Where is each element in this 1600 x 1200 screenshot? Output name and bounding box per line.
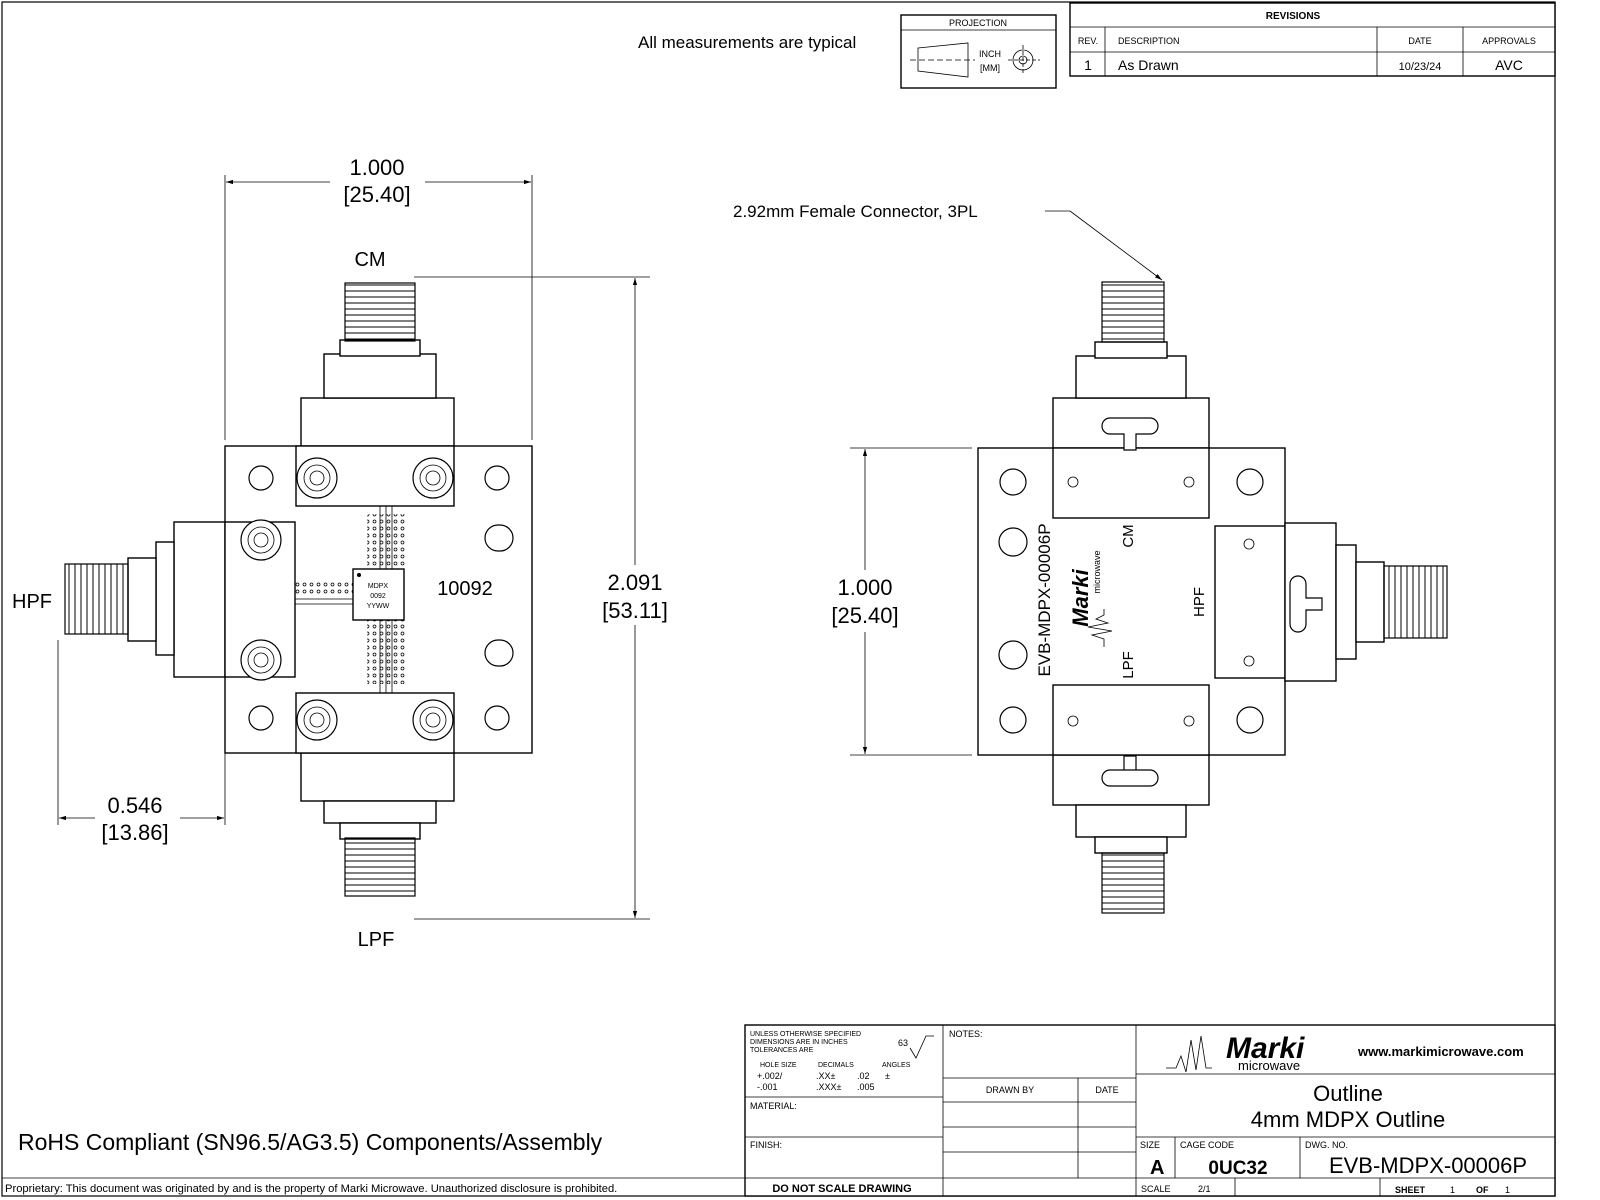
housing-right-connector: [1214, 522, 1448, 682]
projection-symbol-icon: [917, 42, 969, 78]
chip-line-1: MDPX: [368, 583, 389, 590]
dim-housing-in: 1.000: [837, 575, 892, 600]
rev-col-description: DESCRIPTION: [1118, 36, 1180, 46]
title-logo-sub: microwave: [1238, 1058, 1300, 1073]
dim-width-in: 1.000: [349, 155, 404, 180]
dim-width-mm: [25.40]: [343, 182, 410, 207]
website: www.markimicrowave.com: [1357, 1044, 1524, 1059]
tol-line-1: UNLESS OTHERWISE SPECIFIED: [750, 1031, 861, 1038]
cage-value: 0UC32: [1208, 1158, 1267, 1179]
tol-line-2: DIMENSIONS ARE IN INCHES: [750, 1039, 848, 1046]
of-value: 1: [1505, 1185, 1510, 1195]
tol-r1-c3: .02: [857, 1071, 870, 1081]
tol-head-decimals: DECIMALS: [818, 1062, 854, 1069]
marki-wave-icon: [1166, 1035, 1212, 1073]
surface-finish-icon: [909, 1035, 934, 1059]
tol-head-hole: HOLE SIZE: [760, 1062, 797, 1069]
tol-line-3: TOLERANCES ARE: [750, 1047, 814, 1054]
dwg-value: EVB-MDPX-00006P: [1329, 1153, 1527, 1178]
sheet-label: SHEET: [1395, 1185, 1426, 1195]
ic-chip: MDPX 0092 YYWW: [352, 568, 405, 621]
drawing-title-2: 4mm MDPX Outline: [1251, 1107, 1445, 1132]
right-view: EVB-MDPX-00006P Marki microwave CM LPF H…: [733, 202, 1448, 914]
housing-label-lpf: LPF: [1120, 651, 1137, 679]
dim-height-in: 2.091: [607, 570, 662, 595]
left-connector: [64, 521, 296, 678]
size-label: SIZE: [1140, 1140, 1160, 1150]
drawn-by-label: DRAWN BY: [986, 1085, 1034, 1095]
notes-label: NOTES:: [949, 1029, 983, 1039]
revisions-title: REVISIONS: [1266, 11, 1321, 22]
dim-housing-mm: [25.40]: [831, 603, 898, 628]
projection-title: PROJECTION: [949, 18, 1007, 28]
dim-offset-mm: [13.86]: [101, 820, 168, 845]
dwg-label: DWG. NO.: [1305, 1140, 1348, 1150]
rev-cell-rev: 1: [1084, 57, 1092, 73]
finish-mark: 63: [898, 1038, 908, 1048]
projection-mm: [MM]: [980, 63, 1000, 73]
connector-note: 2.92mm Female Connector, 3PL: [733, 202, 978, 221]
title-logo: Marki: [1226, 1032, 1305, 1065]
revisions-table: REVISIONS REV. DESCRIPTION DATE APPROVAL…: [1069, 2, 1556, 77]
projection-inch: INCH: [979, 49, 1001, 59]
measurement-note: All measurements are typical: [638, 33, 856, 52]
scale-label: SCALE: [1141, 1184, 1171, 1194]
of-label: OF: [1476, 1185, 1489, 1195]
drawing-title-1: Outline: [1313, 1081, 1383, 1106]
rev-cell-description: As Drawn: [1118, 57, 1179, 73]
housing-label-hpf: HPF: [1191, 587, 1208, 617]
tol-r2-c1: -.001: [757, 1082, 778, 1092]
tol-r2-c3: .005: [857, 1082, 875, 1092]
screw-icon: [240, 457, 454, 741]
housing-logo: Marki: [1068, 568, 1093, 626]
material-label: MATERIAL:: [750, 1101, 797, 1111]
rev-col-date: DATE: [1408, 36, 1431, 46]
rev-col-rev: REV.: [1078, 36, 1098, 46]
rev-col-approvals: APPROVALS: [1482, 36, 1536, 46]
bottom-connector: [300, 752, 455, 897]
housing-logo-sub: microwave: [1092, 550, 1102, 593]
tol-r1-c1: +.002/: [757, 1071, 783, 1081]
tol-r1-c2: .XX±: [816, 1071, 836, 1081]
housing-label-cm: CM: [1120, 524, 1137, 547]
port-label-hpf: HPF: [12, 591, 52, 613]
chip-line-2: 0092: [370, 593, 386, 600]
dim-offset-in: 0.546: [107, 793, 162, 818]
title-block: UNLESS OTHERWISE SPECIFIED DIMENSIONS AR…: [744, 1024, 1556, 1197]
chip-line-3: YYWW: [367, 603, 390, 610]
housing-top-connector: [1052, 281, 1210, 519]
left-view: MDPX 0092 YYWW 10092 CM HPF LPF 1.000 [2…: [12, 150, 680, 951]
rev-cell-approvals: AVC: [1495, 57, 1523, 73]
do-not-scale: DO NOT SCALE DRAWING: [772, 1183, 911, 1195]
rev-cell-date: 10/23/24: [1399, 61, 1442, 73]
date-label: DATE: [1095, 1085, 1118, 1095]
sheet-value: 1: [1450, 1185, 1455, 1195]
cage-label: CAGE CODE: [1180, 1140, 1234, 1150]
tol-head-angles: ANGLES: [882, 1062, 911, 1069]
proprietary-notice: Proprietary: This document was originate…: [5, 1183, 617, 1195]
tol-r1-c4: ±: [885, 1071, 890, 1081]
projection-box: PROJECTION INCH [MM]: [900, 14, 1057, 89]
rohs-statement: RoHS Compliant (SN96.5/AG3.5) Components…: [18, 1129, 603, 1155]
marki-logo-icon: [1087, 609, 1113, 647]
port-label-cm: CM: [354, 249, 385, 271]
size-value: A: [1150, 1157, 1164, 1179]
finish-label: FINISH:: [750, 1140, 782, 1150]
port-label-lpf: LPF: [358, 929, 395, 951]
tol-r2-c2: .XXX±: [816, 1082, 842, 1092]
dim-height-mm: [53.11]: [602, 598, 668, 623]
housing-engraving: EVB-MDPX-00006P: [1035, 523, 1054, 676]
housing-bottom-connector: [1052, 684, 1210, 914]
top-connector: [300, 282, 455, 447]
scale-value: 2/1: [1198, 1184, 1211, 1194]
pcb-part-number: 10092: [437, 578, 493, 600]
